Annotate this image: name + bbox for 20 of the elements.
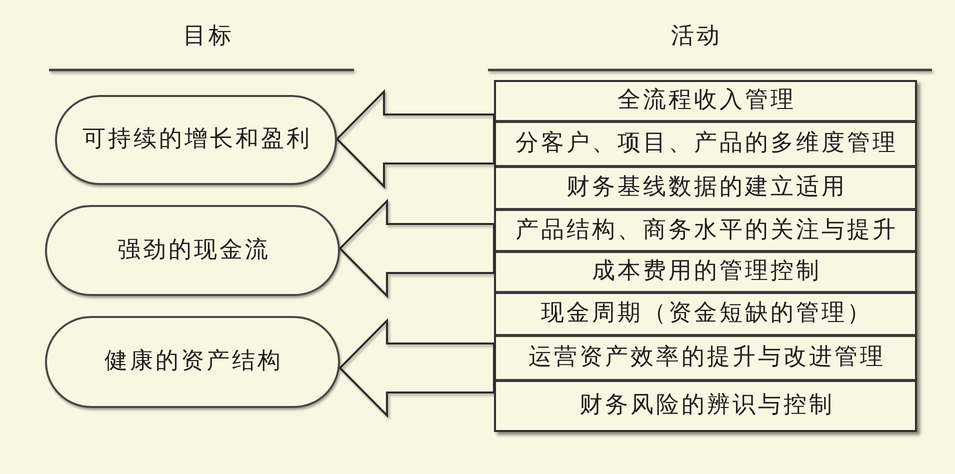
goal-pill <box>45 316 340 408</box>
activity-text: 运营资产效率的提升与改进管理 <box>527 344 886 372</box>
column-heading: 活动 <box>670 23 722 51</box>
activity-text: 成本费用的管理控制 <box>591 258 822 286</box>
activity-text: 全流程收入管理 <box>616 87 796 115</box>
goal-pill <box>45 205 340 296</box>
column-heading: 目标 <box>182 23 234 51</box>
goal-pill <box>55 95 337 185</box>
activity-text: 分客户、项目、产品的多维度管理 <box>514 130 898 158</box>
block-arrow <box>336 89 495 189</box>
goal-text: 可持续的增长和盈利 <box>82 126 312 154</box>
goal-text: 强劲的现金流 <box>116 236 270 264</box>
activity-text: 财务风险的辨识与控制 <box>578 392 834 420</box>
activity-text: 财务基线数据的建立适用 <box>566 174 847 202</box>
activity-text: 产品结构、商务水平的关注与提升 <box>514 216 898 244</box>
activity-text: 现金周期（资金短缺的管理） <box>540 300 872 328</box>
block-arrow <box>338 198 495 298</box>
goal-text: 健康的资产结构 <box>104 348 283 376</box>
block-arrow <box>338 318 495 418</box>
activity-list-frame <box>494 80 917 432</box>
